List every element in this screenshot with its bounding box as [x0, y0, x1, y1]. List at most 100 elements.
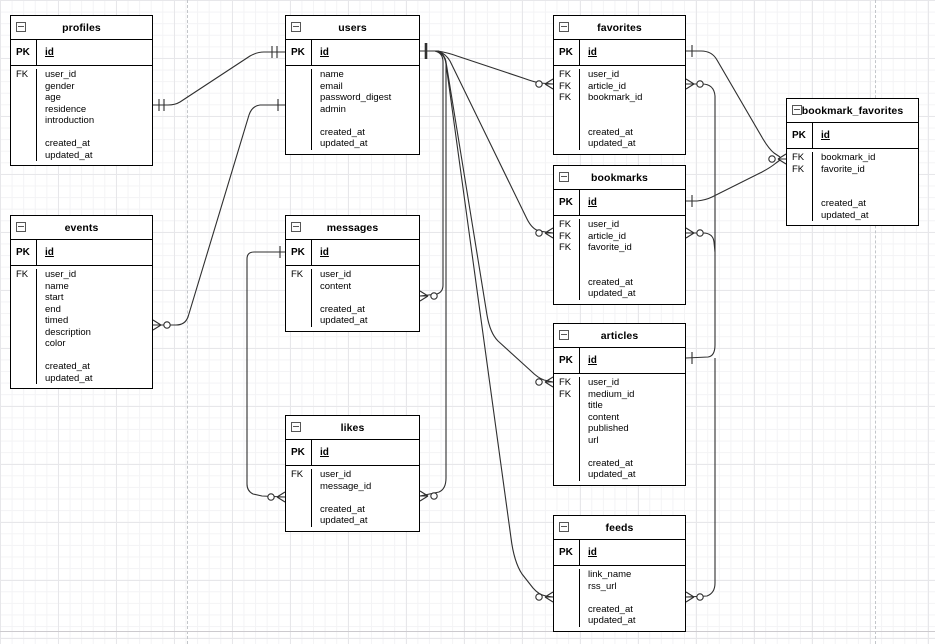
- connector-articles-feeds[interactable]: [685, 358, 716, 603]
- spacer-row: [554, 265, 685, 277]
- column-name: updated_at: [588, 288, 636, 299]
- column-row: admin: [286, 103, 419, 115]
- table-title: events: [64, 221, 99, 234]
- column-row: created_at: [286, 503, 419, 515]
- table-header[interactable]: likes: [286, 416, 419, 440]
- connector-messages-likes[interactable]: [246, 246, 286, 503]
- table-header[interactable]: users: [286, 16, 419, 40]
- table-header[interactable]: events: [11, 216, 152, 240]
- column-row: content: [554, 411, 685, 423]
- fk-label: FK: [11, 269, 37, 281]
- connector-users-articles[interactable]: [420, 50, 554, 388]
- fk-label: [554, 569, 580, 581]
- column-name: updated_at: [588, 138, 636, 149]
- fk-label: [554, 115, 580, 127]
- fk-label: [286, 103, 312, 115]
- spacer-row: [11, 126, 152, 139]
- connector-articles-bookmarks[interactable]: [685, 227, 716, 253]
- pk-column-name: id: [320, 247, 329, 258]
- column-name: introduction: [45, 115, 95, 126]
- pk-label: PK: [11, 240, 37, 265]
- pk-column-name: id: [45, 247, 54, 258]
- table-header[interactable]: feeds: [554, 516, 685, 540]
- column-name: password_digest: [320, 92, 392, 103]
- connector-articles-favorites[interactable]: [685, 78, 716, 364]
- table-header[interactable]: bookmark_favorites: [787, 99, 918, 123]
- collapse-minus-icon[interactable]: [291, 422, 301, 432]
- fk-label: [286, 138, 312, 150]
- table-header[interactable]: profiles: [11, 16, 152, 40]
- connector-profiles-users[interactable]: [153, 46, 285, 111]
- table-header[interactable]: bookmarks: [554, 166, 685, 190]
- connector-favorites-bookmark_favorites[interactable]: [686, 45, 781, 158]
- collapse-minus-icon[interactable]: [559, 172, 569, 182]
- fk-label: [787, 209, 813, 221]
- fk-label: [554, 457, 580, 469]
- collapse-minus-icon[interactable]: [559, 330, 569, 340]
- column-name: created_at: [588, 276, 633, 288]
- table-header[interactable]: favorites: [554, 16, 685, 40]
- column-name: [580, 265, 685, 277]
- fk-label: [554, 103, 580, 115]
- crow-foot-mark: [685, 78, 695, 90]
- column-name: description: [45, 326, 91, 338]
- connector-users-messages[interactable]: [419, 50, 444, 302]
- table-title: bookmark_favorites: [801, 104, 904, 117]
- column-row: timed: [11, 315, 152, 327]
- crow-foot-mark: [544, 227, 554, 239]
- collapse-minus-icon[interactable]: [291, 22, 301, 32]
- connector-users-feeds[interactable]: [420, 50, 554, 603]
- collapse-minus-icon[interactable]: [16, 222, 26, 232]
- connector-events-users[interactable]: [152, 99, 285, 331]
- column-row: created_at: [554, 603, 685, 615]
- fk-label: FK: [554, 377, 580, 389]
- connector-users-favorites[interactable]: [420, 43, 554, 90]
- column-row: rss_url: [554, 580, 685, 592]
- table-header[interactable]: messages: [286, 216, 419, 240]
- column-name: [37, 127, 152, 139]
- column-name: [813, 175, 918, 187]
- connector-bookmarks-bookmark_favorites[interactable]: [686, 153, 787, 207]
- collapse-minus-icon[interactable]: [16, 22, 26, 32]
- collapse-minus-icon[interactable]: [792, 105, 802, 115]
- column-row: created_at: [286, 126, 419, 138]
- fk-label: FK: [554, 80, 580, 92]
- fk-label: [554, 469, 580, 481]
- collapse-minus-icon[interactable]: [559, 522, 569, 532]
- collapse-minus-icon[interactable]: [559, 22, 569, 32]
- table-header[interactable]: articles: [554, 324, 685, 348]
- connector-users-bookmarks[interactable]: [420, 50, 554, 239]
- fk-label: [11, 126, 37, 138]
- column-name: created_at: [320, 126, 365, 138]
- column-name: bookmark_id: [588, 92, 643, 103]
- column-row: name: [11, 280, 152, 292]
- column-name: age: [45, 92, 61, 103]
- column-row: color: [11, 338, 152, 350]
- column-name: created_at: [45, 138, 90, 149]
- connector-users-likes[interactable]: [419, 50, 447, 502]
- fk-label: FK: [554, 242, 580, 254]
- zero-circle-mark: [430, 292, 438, 300]
- collapse-minus-icon[interactable]: [291, 222, 301, 232]
- column-row: updated_at: [286, 138, 419, 150]
